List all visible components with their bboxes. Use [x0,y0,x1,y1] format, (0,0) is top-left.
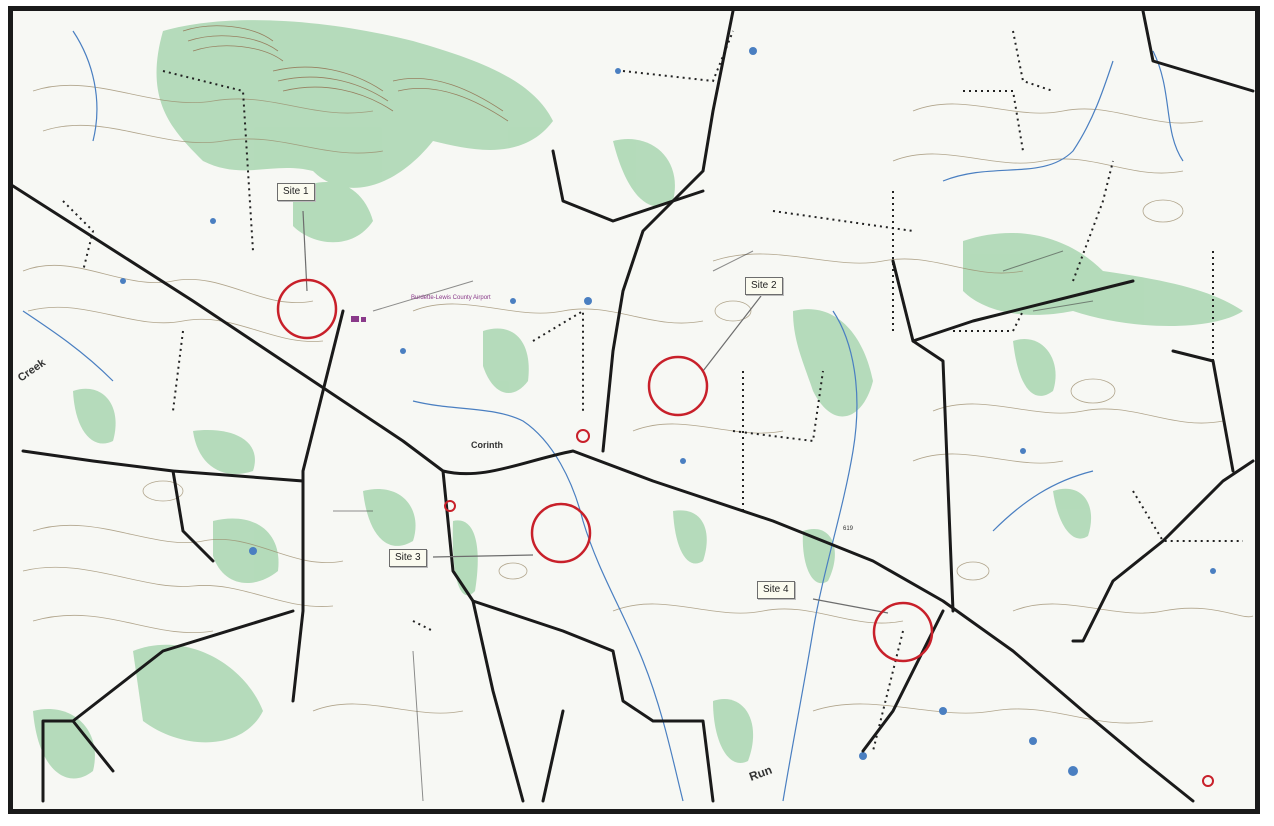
vegetation-patch [963,232,1243,326]
site-4-label: Site 4 [757,581,795,599]
ponds [120,47,1216,776]
vegetation-patch [1053,488,1092,539]
stream [22,310,114,382]
stream [412,400,684,802]
site-leader-lines [302,210,889,614]
landmark-markers [444,429,1214,787]
site-1-label: Site 1 [277,183,315,201]
site-3-label: Site 3 [389,549,427,567]
site-3-leader [432,554,534,558]
site-4-circle[interactable] [872,601,934,663]
road [1071,459,1255,643]
stream-label-creek: Creek [16,356,49,384]
vegetation-patch [793,309,873,417]
stream-label-run: Run [747,763,774,784]
road [71,719,115,773]
vegetation-patch [802,529,835,584]
vegetation-patch [452,520,478,596]
road [441,469,715,803]
stream [782,310,858,802]
site-4-leader [812,598,889,614]
secondary-roads [333,250,1094,802]
landmark-icon [576,429,590,443]
hillside-contours [182,25,509,122]
site-2-leader [702,295,762,372]
vegetation-patch [1013,339,1056,396]
stream [72,30,98,142]
road [291,309,345,703]
vegetation-patch [133,644,263,743]
road [891,259,955,613]
stream [942,60,1114,182]
vegetation-patch [156,20,553,188]
map-frame: Corinth Burdette-Lewis County Airport Ru… [8,6,1260,814]
topographic-map[interactable]: Corinth Burdette-Lewis County Airport Ru… [13,11,1255,809]
road [21,449,305,483]
road-layer [13,11,1255,803]
vegetation-patch [483,328,529,393]
stream [992,470,1094,532]
vegetation-patch [33,709,95,779]
landmark-icon [444,500,456,512]
vegetation-patch [193,430,255,475]
site-3-circle[interactable] [530,502,592,564]
vegetation-patch [213,518,279,583]
site-2-label: Site 2 [745,277,783,295]
vegetation-patch [613,139,675,207]
vegetation-patch [713,699,754,763]
road [1171,349,1235,473]
road [171,469,215,563]
route-number-label: 619 [843,526,854,532]
road [861,609,945,753]
vegetation-patch [363,489,416,546]
site-1-circle[interactable] [276,278,338,340]
road [551,149,705,223]
site-1-leader [302,210,308,292]
site-circles[interactable] [276,278,934,663]
vegetation-layer [33,20,1243,779]
airport-marker [351,316,366,322]
stream [1152,50,1184,162]
contour-layer [22,84,1254,724]
site-2-circle[interactable] [647,355,709,417]
road [471,599,525,803]
airport-label: Burdette-Lewis County Airport [411,295,491,301]
road [601,11,735,453]
road [911,279,1135,343]
road [1141,11,1255,93]
road [541,709,565,803]
vegetation-patch [673,510,707,564]
landmark-icon [1202,775,1214,787]
water-layer [22,30,1184,802]
vegetation-patch [73,388,116,444]
town-label: Corinth [471,440,503,450]
